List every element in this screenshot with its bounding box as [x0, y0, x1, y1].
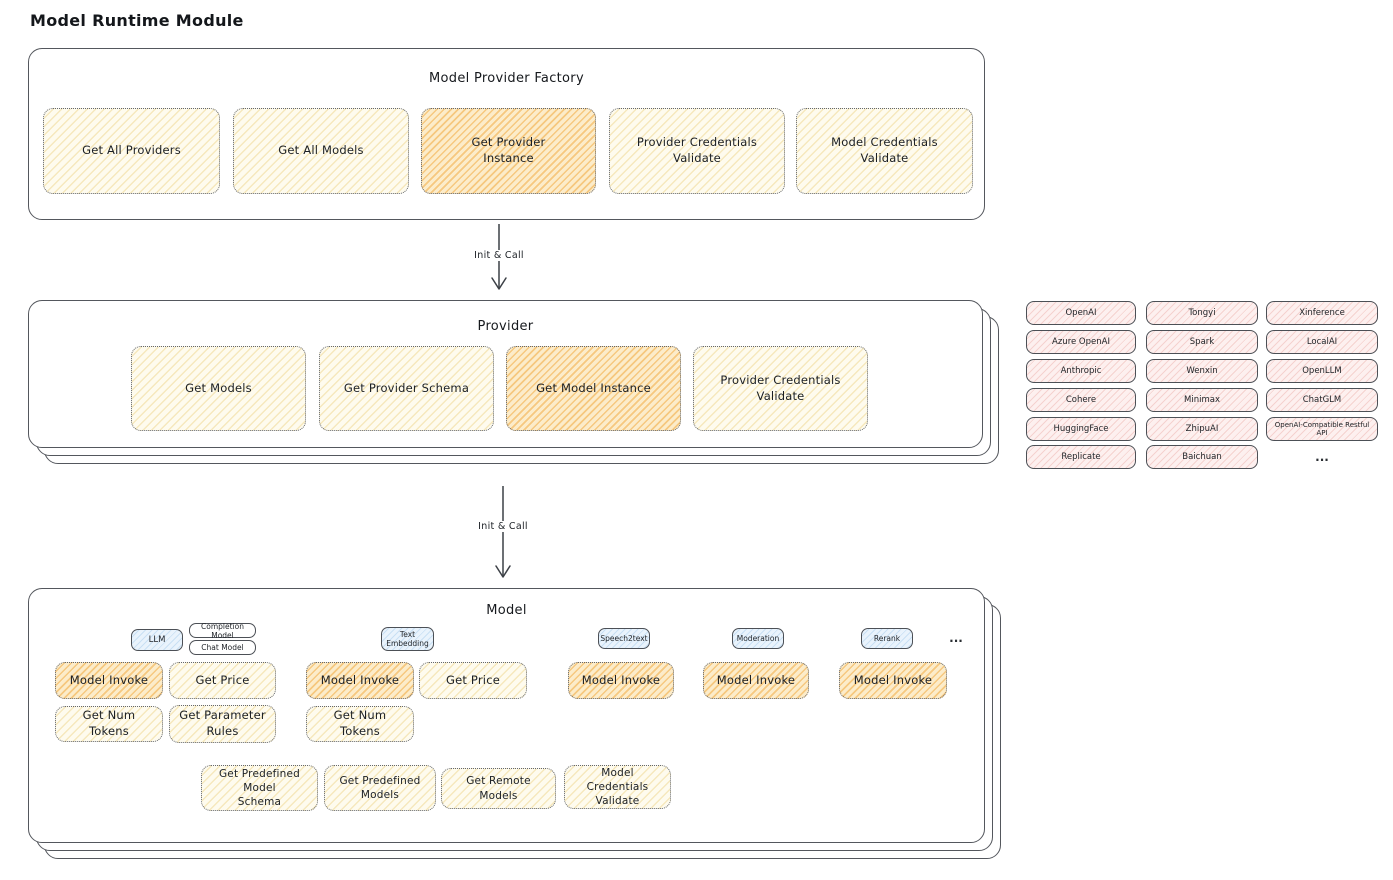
moderation-model-invoke-button: Model Invoke — [703, 662, 809, 699]
get-remote-models-button: Get Remote Models — [441, 768, 556, 809]
factory-button-get-all-models: Get All Models — [233, 108, 409, 194]
get-predefined-models-button: Get Predefined Models — [324, 765, 436, 811]
get-predefined-model-schema-button: Get Predefined Model Schema — [201, 765, 318, 811]
factory-button-get-provider-instance: Get Provider Instance — [421, 108, 596, 194]
provider-pill-openai: OpenAI — [1026, 301, 1136, 325]
factory-button-provider-credentials-validate: Provider Credentials Validate — [609, 108, 785, 194]
tab-chat-model: Chat Model — [189, 640, 256, 655]
provider-box-title: Provider — [477, 319, 534, 334]
provider-button-get-provider-schema: Get Provider Schema — [319, 346, 494, 431]
arrow-label-init-call-2: Init & Call — [474, 521, 532, 532]
factory-box-title: Model Provider Factory — [429, 71, 584, 86]
provider-pill-huggingface: HuggingFace — [1026, 417, 1136, 441]
text-embedding-get-price-button: Get Price — [419, 662, 527, 699]
factory-box: Model Provider Factory Get All Providers… — [28, 48, 985, 220]
llm-get-price-button: Get Price — [169, 662, 276, 699]
model-tabs-more-ellipsis: ... — [949, 631, 963, 645]
provider-pill-minimax: Minimax — [1146, 388, 1258, 412]
provider-button-provider-credentials-validate: Provider Credentials Validate — [693, 346, 868, 431]
provider-button-get-models: Get Models — [131, 346, 306, 431]
provider-pill-openai-compatible-restful-api: OpenAI-Compatible Restful API — [1266, 417, 1378, 441]
provider-pill-baichuan: Baichuan — [1146, 445, 1258, 469]
llm-get-num-tokens-button: Get Num Tokens — [55, 706, 163, 742]
arrow-down-provider-to-model — [495, 486, 511, 578]
llm-model-invoke-button: Model Invoke — [55, 662, 163, 699]
factory-button-model-credentials-validate: Model Credentials Validate — [796, 108, 973, 194]
provider-box: Provider Get Models Get Provider Schema … — [28, 300, 983, 448]
provider-pill-anthropic: Anthropic — [1026, 359, 1136, 383]
provider-pill-cohere: Cohere — [1026, 388, 1136, 412]
provider-pill-replicate: Replicate — [1026, 445, 1136, 469]
model-box-title: Model — [486, 603, 527, 618]
provider-pill-tongyi: Tongyi — [1146, 301, 1258, 325]
tab-rerank: Rerank — [861, 628, 913, 649]
tab-llm: LLM — [131, 629, 183, 651]
tab-moderation: Moderation — [732, 628, 784, 649]
factory-button-get-all-providers: Get All Providers — [43, 108, 220, 194]
llm-get-parameter-rules-button: Get Parameter Rules — [169, 705, 276, 743]
tab-completion-model: Completion Model — [189, 622, 256, 640]
text-embedding-model-invoke-button: Model Invoke — [306, 662, 414, 699]
text-embedding-get-num-tokens-button: Get Num Tokens — [306, 706, 414, 742]
provider-pill-chatglm: ChatGLM — [1266, 388, 1378, 412]
model-credentials-validate-button: Model Credentials Validate — [564, 765, 671, 809]
tab-text-embedding: Text Embedding — [381, 627, 434, 651]
provider-pill-wenxin: Wenxin — [1146, 359, 1258, 383]
provider-pill-openllm: OpenLLM — [1266, 359, 1378, 383]
rerank-model-invoke-button: Model Invoke — [839, 662, 947, 699]
tab-speech2text: Speech2text — [598, 628, 650, 649]
page-title: Model Runtime Module — [30, 11, 244, 30]
provider-button-get-model-instance: Get Model Instance — [506, 346, 681, 431]
provider-pill-spark: Spark — [1146, 330, 1258, 354]
provider-pill-xinference: Xinference — [1266, 301, 1378, 325]
provider-pill-zhipuai: ZhipuAI — [1146, 417, 1258, 441]
provider-pill-localai: LocalAI — [1266, 330, 1378, 354]
speech2text-model-invoke-button: Model Invoke — [568, 662, 674, 699]
arrow-label-init-call-1: Init & Call — [470, 250, 528, 261]
model-box: Model LLM Completion Model Chat Model Te… — [28, 588, 985, 843]
provider-grid-more-ellipsis: ... — [1315, 450, 1329, 464]
provider-pill-azure-openai: Azure OpenAI — [1026, 330, 1136, 354]
